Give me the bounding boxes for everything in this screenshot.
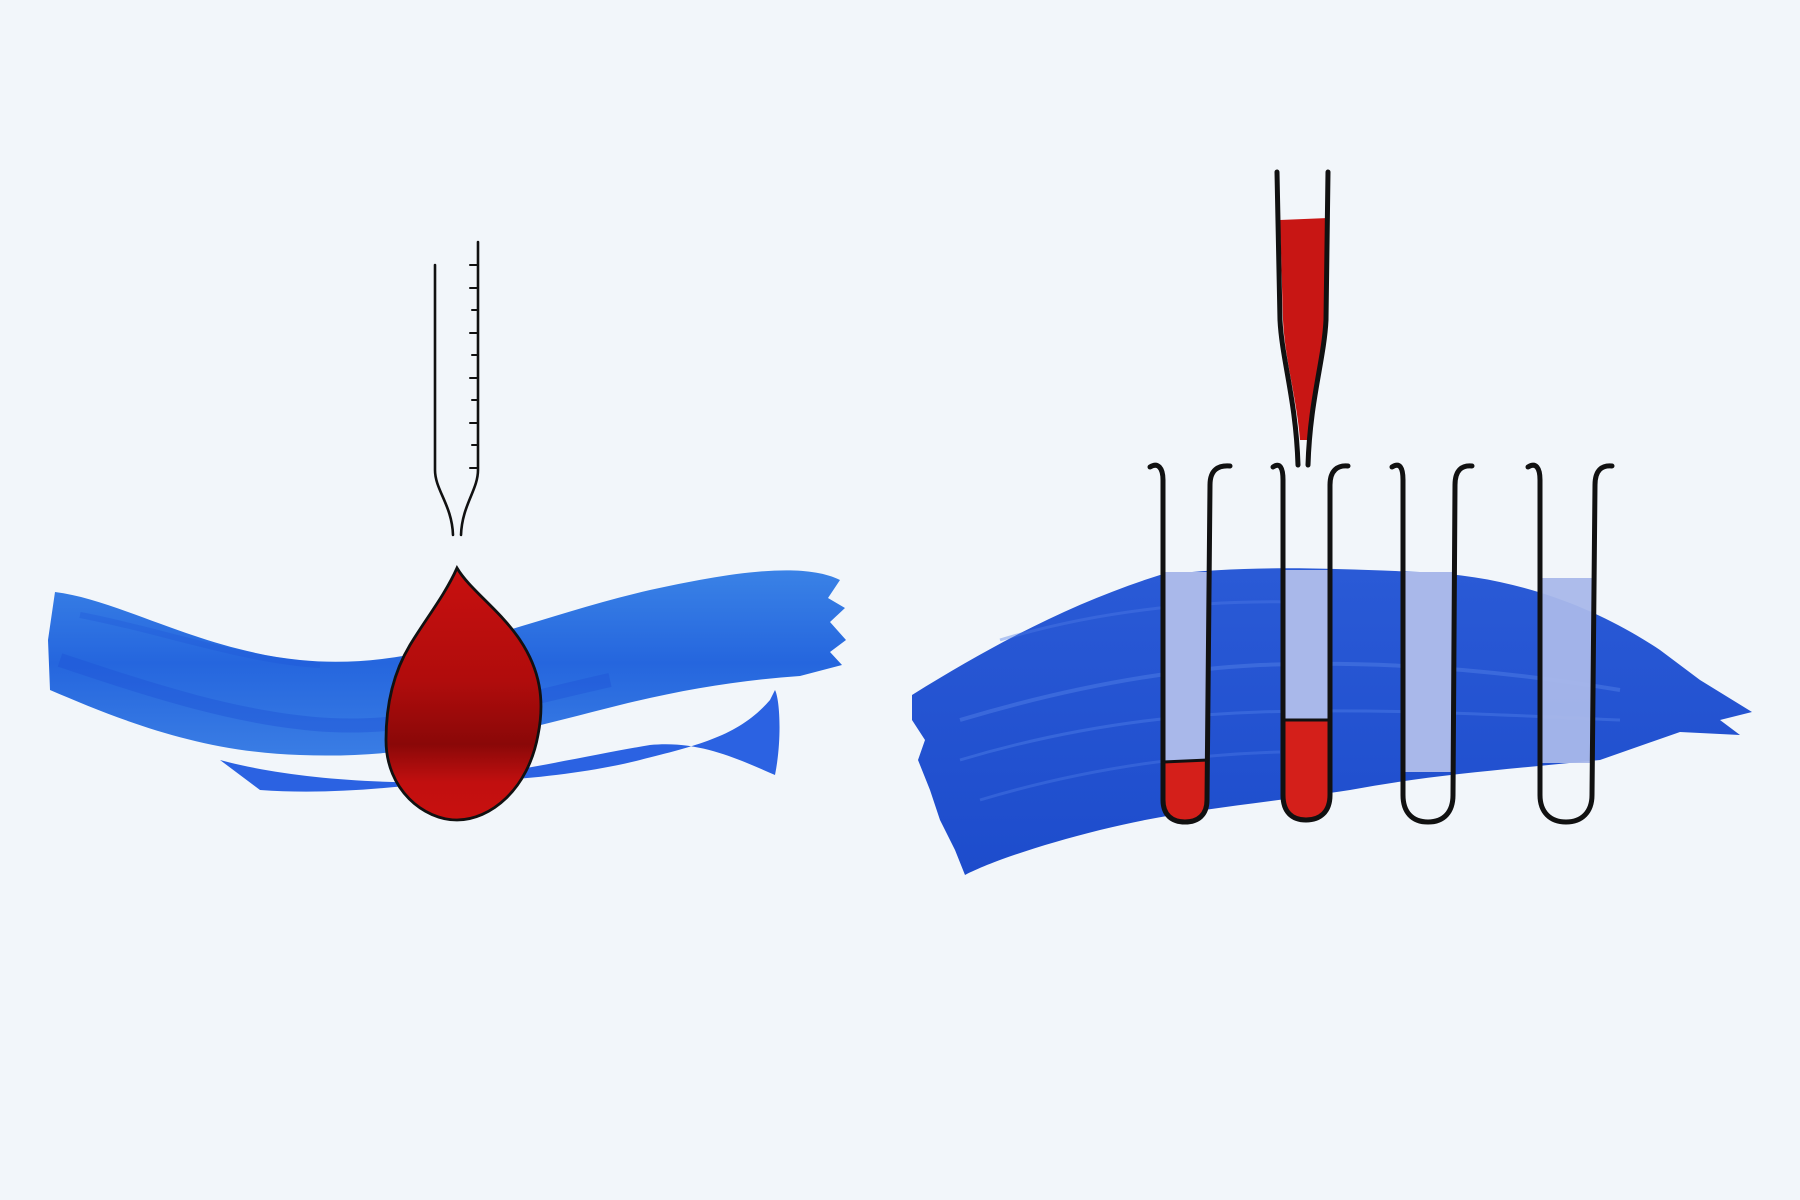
tube-tints [1163,570,1592,772]
left-group [48,240,846,822]
blood-drop [384,564,543,822]
filled-pipette [1274,169,1331,468]
graduated-pipette [433,240,480,537]
test-tube-3 [1389,462,1475,825]
test-tube-2 [1270,462,1351,823]
right-group [912,169,1752,875]
test-tube-1 [1147,462,1233,825]
test-tube-4 [1525,462,1615,825]
